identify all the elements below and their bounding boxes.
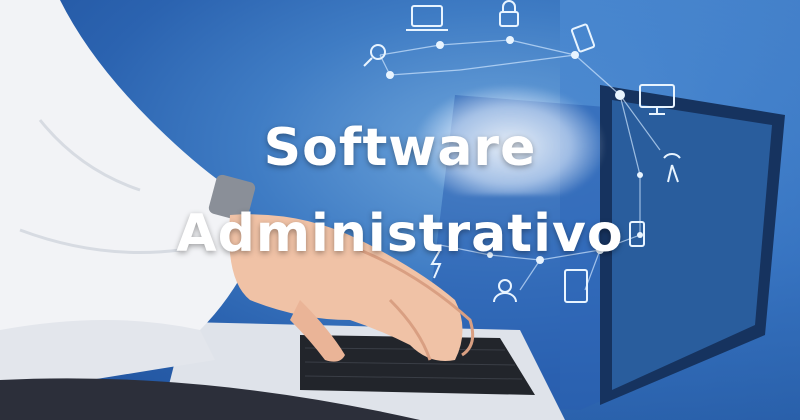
search-icon xyxy=(363,44,386,67)
thumb xyxy=(290,300,345,362)
lap xyxy=(0,378,420,420)
monitor-icon xyxy=(639,84,675,115)
lock-icon xyxy=(499,0,519,27)
cloud-glow xyxy=(415,85,605,195)
tablet-bottom-icon xyxy=(564,269,588,303)
laptop-icon xyxy=(406,5,448,31)
lightning-icon xyxy=(430,249,442,279)
wristwatch xyxy=(208,174,256,222)
phone-icon xyxy=(629,221,645,247)
user-icon xyxy=(493,279,517,303)
signal-tower-icon xyxy=(663,153,681,183)
title-line-2: Administrativo xyxy=(176,204,624,264)
title-line-1: Software xyxy=(263,118,537,178)
tablet-icon xyxy=(570,23,596,53)
banner-title: Software Administrativo xyxy=(0,105,800,277)
shirt-sleeve xyxy=(0,0,250,360)
hand-left xyxy=(229,214,463,361)
